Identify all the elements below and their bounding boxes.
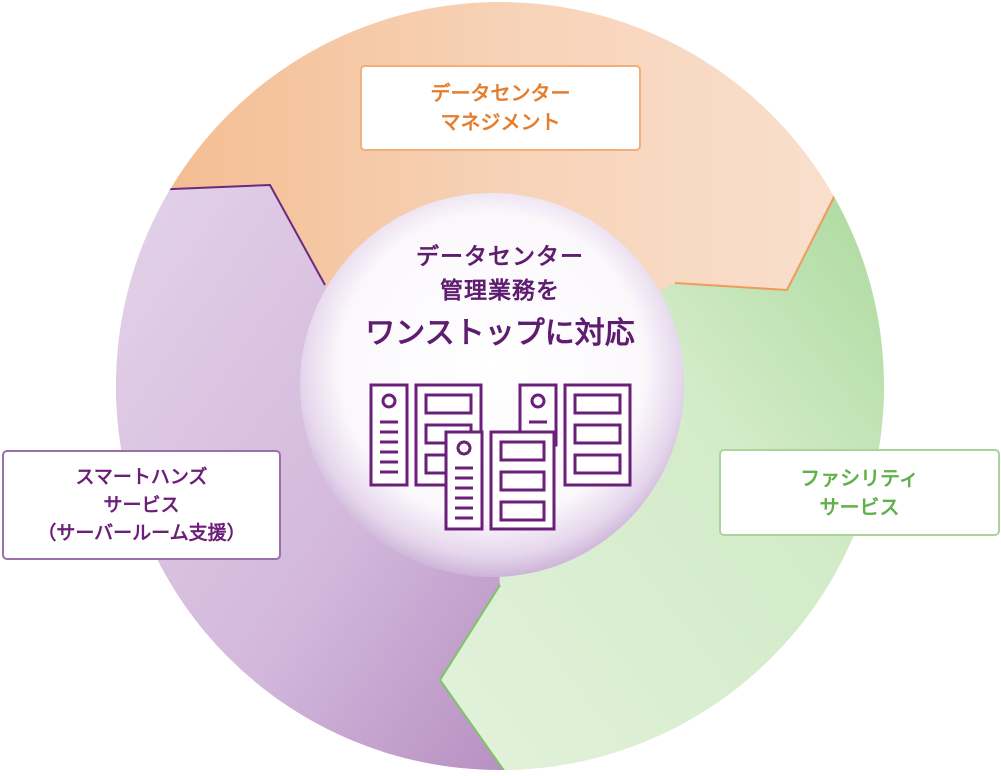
segment-smart-hands <box>116 185 505 770</box>
label-line: サービス <box>103 494 180 516</box>
label-line: サービス <box>819 494 900 519</box>
label-facility: ファシリティ サービス <box>719 449 1000 536</box>
label-line: （サーバールーム支援） <box>37 522 246 544</box>
center-heading: データセンター 管理業務を ワンストップに対応 <box>330 240 670 356</box>
center-line-3: ワンストップに対応 <box>365 316 635 351</box>
label-line: スマートハンズ <box>75 466 208 488</box>
label-line: マネジメント <box>440 110 561 134</box>
label-line: データセンター <box>430 81 571 105</box>
label-datacenter-management: データセンター マネジメント <box>360 65 641 151</box>
center-line-2: 管理業務を <box>440 278 560 304</box>
label-smart-hands: スマートハンズ サービス （サーバールーム支援） <box>2 450 281 560</box>
label-line: ファシリティ <box>800 465 919 490</box>
segment-facility <box>440 180 884 770</box>
server-racks-icon <box>369 383 632 531</box>
center-line-1: データセンター <box>416 244 584 270</box>
